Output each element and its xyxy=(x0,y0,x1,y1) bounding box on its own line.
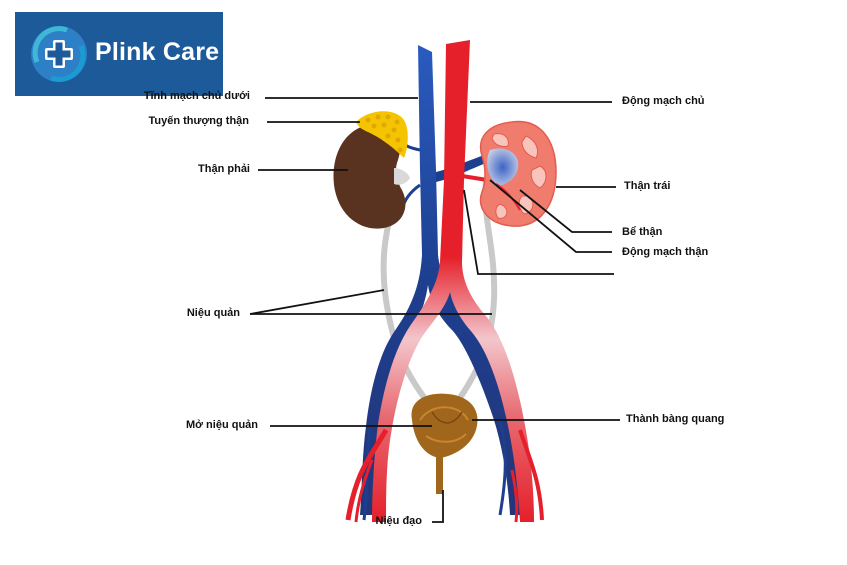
label-renal-artery: Động mạch thận xyxy=(622,246,709,258)
label-urethra: Niệu đạo xyxy=(375,515,422,527)
left-kidney xyxy=(479,120,557,227)
brand-name: Plink Care xyxy=(95,38,220,66)
label-right-kidney: Thận phải xyxy=(198,163,250,175)
brand-logo: Plink Care xyxy=(15,12,223,96)
label-aorta: Động mạch chủ xyxy=(622,95,705,107)
label-ureter: Niệu quản xyxy=(186,307,240,319)
label-ureteral-orifice: Mở niệu quản xyxy=(186,419,258,431)
bladder xyxy=(411,393,478,494)
medical-cross-icon xyxy=(31,26,87,82)
adrenal-gland xyxy=(356,111,408,158)
label-left-kidney: Thận trái xyxy=(624,180,671,192)
label-bladder-wall: Thành bàng quang xyxy=(626,413,725,425)
leader-lines xyxy=(249,97,620,523)
right-kidney xyxy=(333,124,410,229)
label-adrenal: Tuyến thượng thận xyxy=(148,115,249,127)
label-renal-pelvis: Bể thận xyxy=(622,226,663,238)
label-ivc: Tĩnh mạch chủ dưới xyxy=(143,90,250,102)
